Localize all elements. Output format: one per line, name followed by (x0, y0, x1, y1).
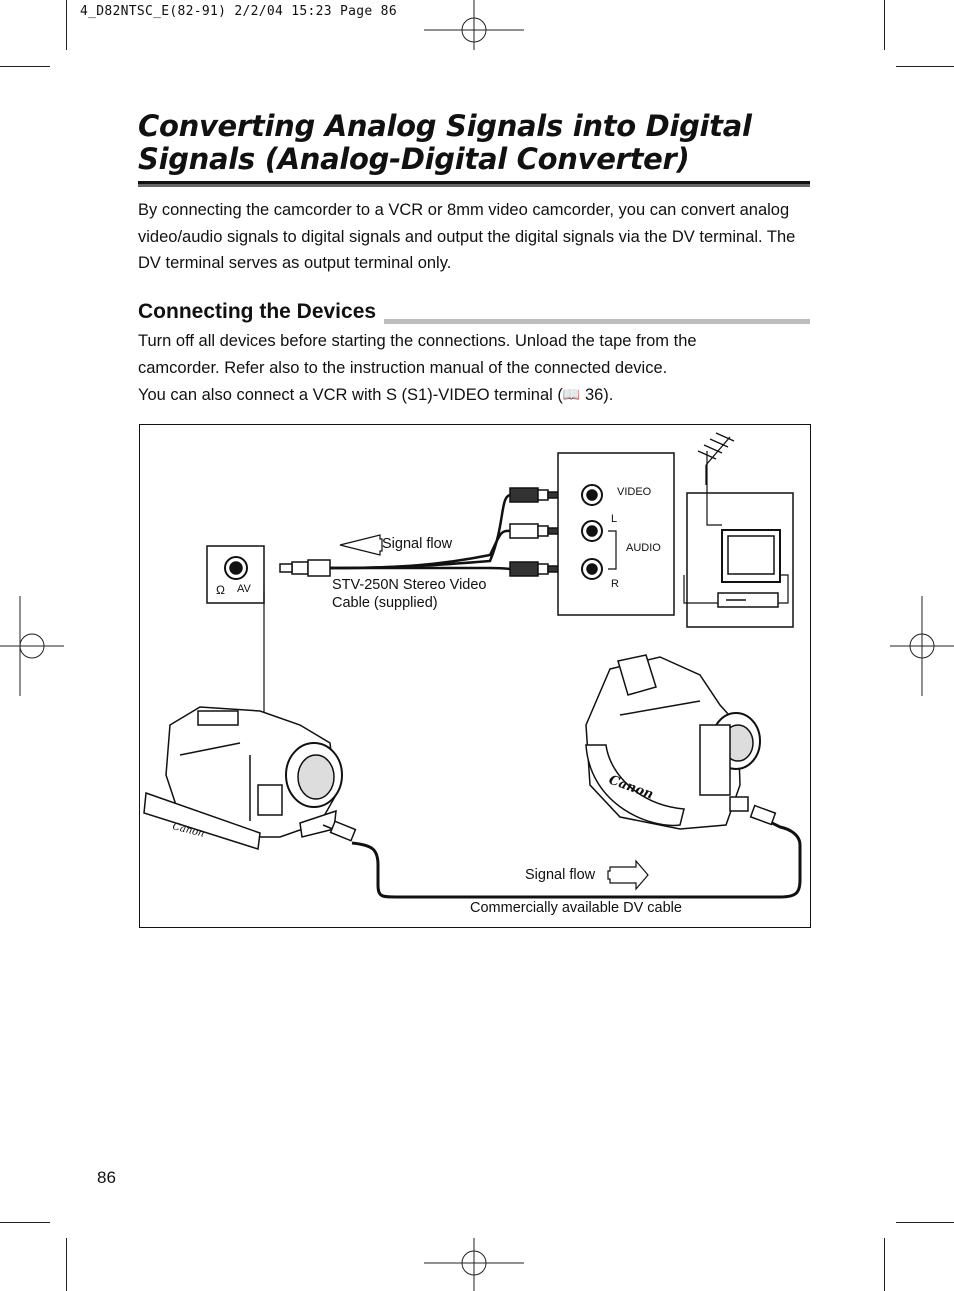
dv-cable (322, 804, 802, 899)
page-number: 86 (97, 1168, 116, 1187)
vcr-audio-r-jack (581, 558, 603, 580)
section-rule (138, 319, 810, 324)
left-camcorder: Canon (143, 706, 343, 850)
section-line2: camcorder. Refer also to the instruction… (138, 358, 668, 377)
vcr-r-label: R (611, 578, 619, 590)
vcr-l-label: L (611, 513, 618, 525)
rca-plug-audio-l (509, 523, 561, 539)
cable-label-line1: STV-250N Stereo Video (332, 577, 487, 593)
rca-plug-audio-r (509, 561, 561, 577)
intro-paragraph: By connecting the camcorder to a VCR or … (138, 201, 796, 272)
vcr-deck (717, 592, 779, 608)
signal-flow-arrow-right (607, 859, 649, 891)
page-title: Converting Analog Signals into Digital S… (138, 110, 818, 176)
vcr-video-jack (581, 484, 603, 506)
page-title-line2: Signals (Analog-Digital Converter) (138, 142, 690, 176)
page-reference[interactable]: 36 (584, 386, 604, 404)
signal-flow-label-top: Signal flow (382, 536, 453, 552)
section-line3-before: You can also connect a VCR with S (S1)-V… (138, 386, 563, 404)
signal-flow-arrow-left (339, 534, 383, 556)
page-title-line1: Converting Analog Signals into Digital (138, 109, 752, 143)
dv-cable-label: Commercially available DV cable (470, 900, 682, 916)
title-underline (138, 181, 810, 187)
headphone-icon: Ω (216, 583, 225, 597)
section-title: Connecting the Devices (138, 300, 385, 324)
section-paragraph: Turn off all devices before starting the… (138, 328, 810, 409)
rca-plug-video (509, 487, 561, 503)
section-line3-after: ). (603, 386, 614, 404)
antenna-icon (697, 432, 735, 485)
signal-flow-label-bottom: Signal flow (525, 867, 596, 883)
right-camcorder: Canon (585, 654, 761, 830)
section-line1: Turn off all devices before starting the… (138, 332, 697, 350)
av-plug (279, 559, 331, 577)
book-icon: 📖 (562, 386, 581, 402)
diagram-drawing: Canon Canon (143, 432, 802, 899)
av-jack-label: AV (237, 583, 251, 595)
connection-diagram: Canon Canon (139, 424, 811, 928)
vcr-audio-label: AUDIO (626, 542, 661, 554)
cable-label-line2: Cable (supplied) (332, 595, 438, 611)
vcr-video-label: VIDEO (617, 486, 652, 498)
print-slug: 4_D82NTSC_E(82-91) 2/2/04 15:23 Page 86 (80, 4, 397, 19)
vcr-audio-l-jack (581, 520, 603, 542)
